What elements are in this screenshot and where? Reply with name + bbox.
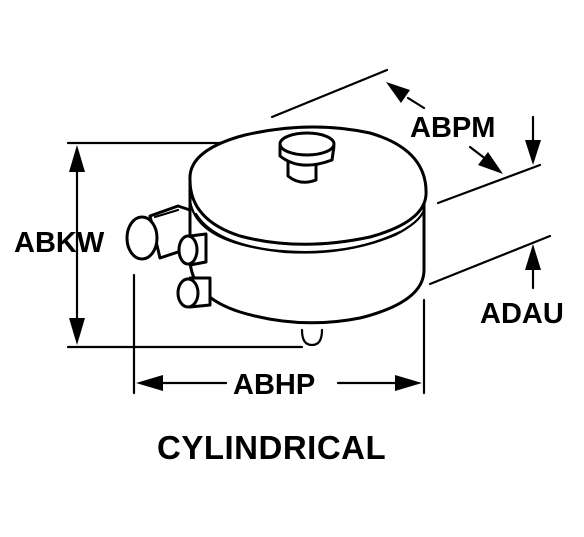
label-adau: ADAU	[480, 298, 564, 330]
extension-lines	[66, 68, 552, 395]
dimension-arrows	[69, 82, 541, 391]
label-abhp: ABHP	[233, 369, 315, 401]
top-cap-knob	[278, 131, 336, 184]
cylinder-body	[188, 125, 428, 347]
label-abkw: ABKW	[14, 227, 105, 259]
caption: CYLINDRICAL	[157, 429, 386, 466]
side-fitting-upper	[177, 232, 208, 267]
side-fitting-lower	[176, 276, 212, 309]
label-abpm: ABPM	[410, 112, 495, 144]
